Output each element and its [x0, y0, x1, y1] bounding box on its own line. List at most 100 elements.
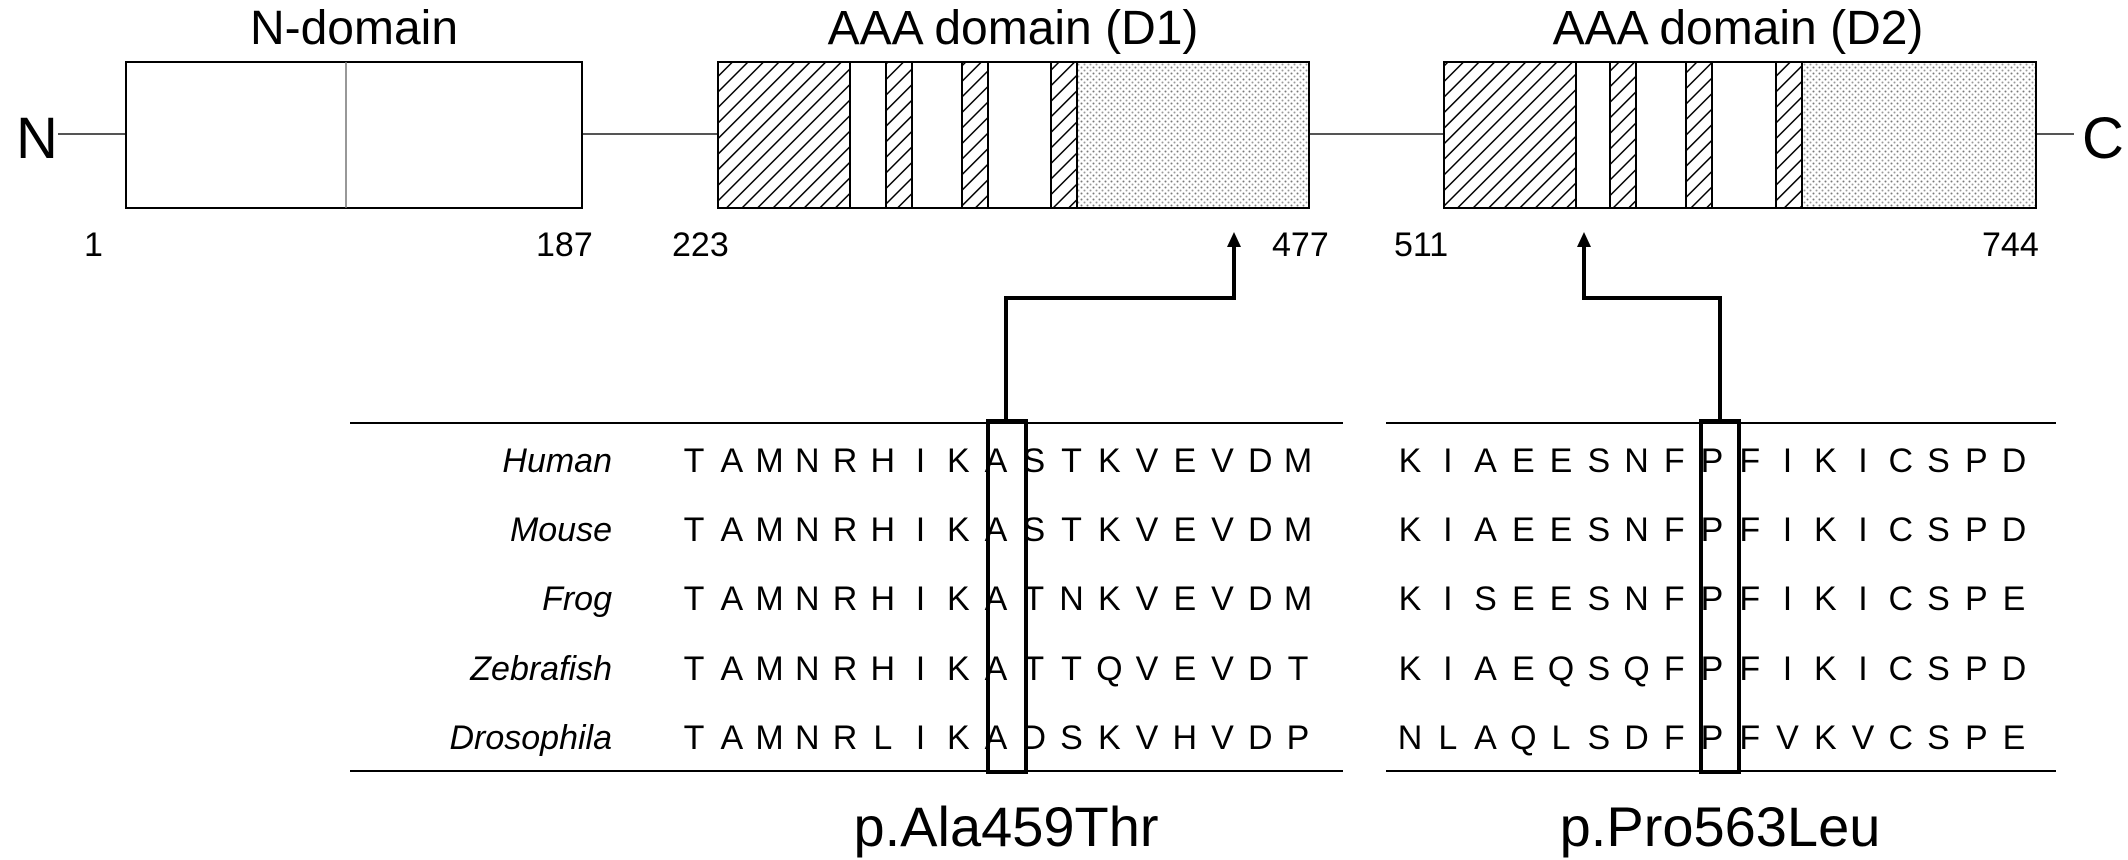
residue-d2-r5-c4: Q — [1510, 719, 1536, 757]
residue-d1-r5-c15: V — [1211, 719, 1234, 757]
residue-d1-r4-c8: K — [947, 650, 970, 688]
residue-d1-r3-c2: A — [720, 580, 743, 618]
mutation-arrow-d2 — [1582, 246, 1722, 421]
residue-d2-r4-c11: I — [1783, 650, 1792, 688]
residue-d2-r4-c17: D — [2002, 650, 2027, 688]
d1-start-label: 223 — [672, 226, 729, 264]
residue-d2-r4-c16: P — [1965, 650, 1988, 688]
residue-d2-r2-c14: C — [1889, 511, 1914, 549]
residue-d2-r3-c14: C — [1889, 580, 1914, 618]
residue-d2-r1-c4: E — [1512, 442, 1535, 480]
residue-d2-r4-c14: C — [1889, 650, 1914, 688]
residue-d1-r5-c1: T — [684, 719, 705, 757]
residue-d2-r4-c10: F — [1739, 650, 1760, 688]
residue-d2-r1-c9: P — [1701, 442, 1724, 480]
residue-d2-r1-c5: E — [1550, 442, 1573, 480]
residue-d1-r4-c9: A — [985, 650, 1008, 688]
residue-d1-r4-c13: V — [1136, 650, 1159, 688]
residue-d1-r3-c10: T — [1023, 580, 1044, 618]
residue-d2-r5-c14: C — [1889, 719, 1914, 757]
d1-walker-a-region — [717, 61, 851, 209]
residue-d1-r5-c17: P — [1287, 719, 1310, 757]
residue-d1-r3-c16: D — [1248, 580, 1273, 618]
d2-motif-band-2 — [1685, 61, 1713, 209]
highlight-box-d1 — [986, 419, 1028, 774]
residue-d1-r2-c3: M — [755, 511, 783, 549]
d2-start-label: 511 — [1394, 226, 1448, 264]
d2-domain-box — [1443, 61, 2037, 209]
residue-d2-r3-c1: K — [1399, 580, 1422, 618]
residue-d1-r4-c12: Q — [1096, 650, 1122, 688]
n-domain-box — [125, 61, 583, 209]
residue-d2-r1-c11: I — [1783, 442, 1792, 480]
residue-d1-r5-c7: I — [916, 719, 925, 757]
residue-d2-r4-c6: S — [1587, 650, 1610, 688]
residue-d2-r5-c1: N — [1398, 719, 1423, 757]
residue-d1-r3-c17: M — [1284, 580, 1312, 618]
residue-d1-r2-c17: M — [1284, 511, 1312, 549]
residue-d2-r1-c16: P — [1965, 442, 1988, 480]
residue-d1-r2-c5: R — [833, 511, 858, 549]
residue-d1-r4-c6: H — [871, 650, 896, 688]
residue-d1-r3-c9: A — [985, 580, 1008, 618]
residue-d1-r2-c11: T — [1061, 511, 1082, 549]
residue-d1-r1-c9: A — [985, 442, 1008, 480]
residue-d1-r3-c8: K — [947, 580, 970, 618]
d1-end-label: 477 — [1272, 226, 1329, 264]
residue-d1-r1-c7: I — [916, 442, 925, 480]
residue-d2-r1-c3: A — [1474, 442, 1497, 480]
residue-d1-r4-c11: T — [1061, 650, 1082, 688]
residue-d2-r5-c17: E — [2003, 719, 2026, 757]
residue-d2-r5-c2: L — [1438, 719, 1457, 757]
residue-d2-r4-c4: E — [1512, 650, 1535, 688]
d2-domain-title: AAA domain (D2) — [1553, 2, 1924, 55]
residue-d2-r1-c17: D — [2002, 442, 2027, 480]
residue-d2-r3-c13: I — [1858, 580, 1867, 618]
d2-walker-a-region — [1443, 61, 1577, 209]
species-label-drosophila: Drosophila — [449, 719, 612, 757]
residue-d2-r2-c8: F — [1664, 511, 1685, 549]
d1-domain-box — [717, 61, 1310, 209]
mutation-arrowhead-d2 — [1577, 232, 1591, 247]
residue-d1-r4-c10: T — [1023, 650, 1044, 688]
residue-d2-r2-c5: E — [1550, 511, 1573, 549]
residue-d1-r4-c3: M — [755, 650, 783, 688]
residue-d2-r3-c17: E — [2003, 580, 2026, 618]
residue-d2-r1-c2: I — [1443, 442, 1452, 480]
residue-d1-r2-c6: H — [871, 511, 896, 549]
residue-d1-r1-c5: R — [833, 442, 858, 480]
residue-d1-r3-c12: K — [1098, 580, 1121, 618]
residue-d1-r1-c13: V — [1136, 442, 1159, 480]
residue-d2-r4-c2: I — [1443, 650, 1452, 688]
species-label-mouse: Mouse — [510, 511, 612, 549]
d1-motif-band-1 — [885, 61, 913, 209]
residue-d2-r4-c15: S — [1927, 650, 1950, 688]
residue-d2-r2-c3: A — [1474, 511, 1497, 549]
residue-d2-r4-c8: F — [1664, 650, 1685, 688]
residue-d1-r1-c3: M — [755, 442, 783, 480]
residue-d2-r5-c8: F — [1664, 719, 1685, 757]
residue-d2-r1-c14: C — [1889, 442, 1914, 480]
residue-d1-r5-c4: N — [795, 719, 820, 757]
residue-d1-r4-c15: V — [1211, 650, 1234, 688]
residue-d1-r1-c11: T — [1061, 442, 1082, 480]
d2-motif-band-1 — [1609, 61, 1637, 209]
residue-d2-r3-c15: S — [1927, 580, 1950, 618]
residue-d1-r2-c9: A — [985, 511, 1008, 549]
residue-d1-r1-c4: N — [795, 442, 820, 480]
residue-d1-r1-c15: V — [1211, 442, 1234, 480]
residue-d1-r5-c13: V — [1136, 719, 1159, 757]
residue-d2-r3-c16: P — [1965, 580, 1988, 618]
residue-d1-r2-c2: A — [720, 511, 743, 549]
residue-d1-r4-c17: T — [1288, 650, 1309, 688]
residue-d1-r3-c15: V — [1211, 580, 1234, 618]
residue-d2-r5-c16: P — [1965, 719, 1988, 757]
residue-d2-r1-c7: N — [1624, 442, 1649, 480]
residue-d2-r2-c13: I — [1858, 511, 1867, 549]
residue-d2-r4-c7: Q — [1623, 650, 1649, 688]
residue-d1-r2-c14: E — [1173, 511, 1196, 549]
n-terminus-label: N — [16, 106, 58, 171]
residue-d2-r2-c17: D — [2002, 511, 2027, 549]
